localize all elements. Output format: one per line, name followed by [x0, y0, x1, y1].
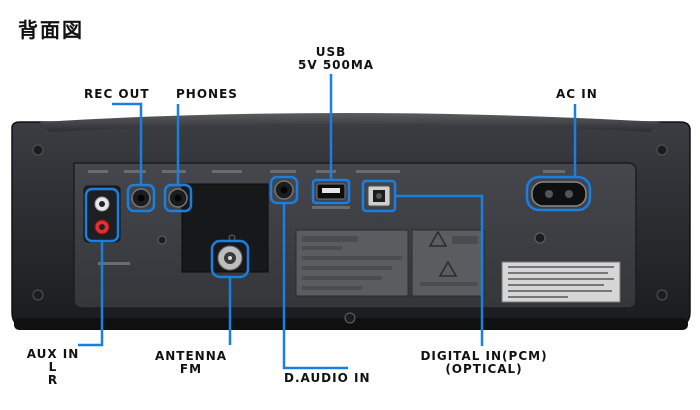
screw-icon	[157, 235, 167, 245]
panel-marking	[212, 170, 242, 173]
digital-in-label: DIGITAL IN(PCM) (OPTICAL)	[414, 350, 554, 376]
aux-r-label: R	[47, 373, 59, 387]
screw-icon	[534, 232, 546, 244]
panel-marking	[162, 170, 186, 173]
screw-icon	[32, 144, 44, 156]
diagram-title: 背面図	[18, 18, 84, 42]
callout-lines	[78, 74, 592, 370]
ac-in-label: AC IN	[556, 87, 598, 101]
panel-marking	[124, 170, 146, 173]
screw-icon	[32, 289, 44, 301]
panel-marking	[88, 170, 108, 173]
antenna-label-line1: ANTENNA	[154, 349, 228, 363]
panel-marking	[312, 206, 350, 209]
device-top-cover	[40, 113, 660, 132]
usb-label-line1: USB	[315, 45, 347, 59]
screw-icon	[656, 289, 668, 301]
aux-in-label: AUX IN L R	[20, 348, 86, 387]
panel-marking	[543, 170, 565, 173]
antenna-label: ANTENNA FM	[150, 350, 232, 376]
antenna-label-line2: FM	[179, 362, 203, 376]
screw-icon	[656, 144, 668, 156]
panel-marking	[316, 170, 336, 173]
digital-in-label-line1: DIGITAL IN(PCM)	[420, 349, 548, 363]
usb-label: USB 5V 500MA	[298, 45, 375, 72]
device-bottom-lip	[14, 318, 688, 330]
ac-in-highlight	[525, 175, 592, 212]
phones-label: PHONES	[176, 87, 238, 101]
screw-icon	[344, 312, 356, 324]
antenna-plate	[181, 183, 269, 273]
panel-marking	[270, 170, 296, 173]
panel-marking	[98, 262, 130, 265]
panel-marking	[356, 170, 400, 173]
usb-label-line2: 5V 500MA	[298, 58, 375, 72]
rec-out-label: REC OUT	[84, 87, 150, 101]
aux-in-label-line1: AUX IN	[26, 347, 80, 361]
warning-triangle-icon	[428, 230, 448, 247]
d-audio-in-label: D.AUDIO IN	[284, 371, 371, 385]
dts-license-sticker	[501, 261, 621, 303]
warning-triangle-icon	[438, 260, 458, 277]
aux-l-label: L	[48, 360, 58, 374]
ac-inlet	[531, 181, 587, 207]
digital-in-label-line2: (OPTICAL)	[445, 362, 523, 376]
